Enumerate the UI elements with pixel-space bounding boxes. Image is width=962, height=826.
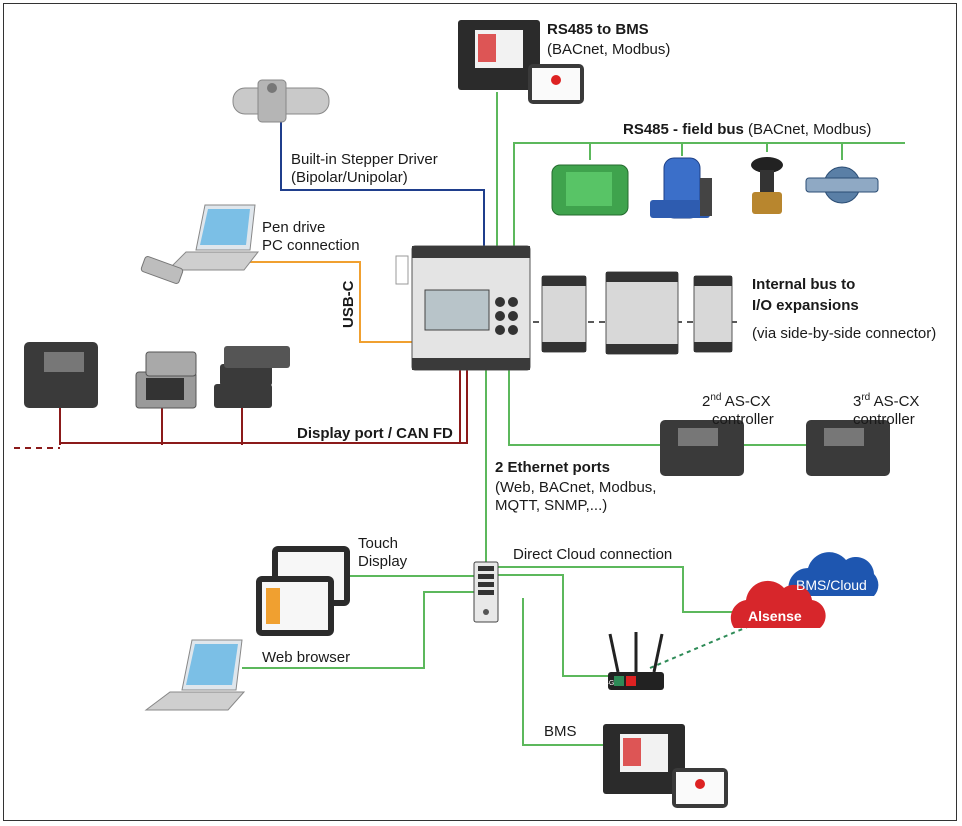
internal-bus-label-1: Internal bus to: [752, 276, 856, 293]
second-ctrl-name: AS-CX: [721, 393, 771, 410]
router: [608, 632, 664, 690]
pc-connection-label: PC connection: [262, 237, 360, 254]
usb-c-line: [248, 261, 412, 343]
connection-lines: [14, 92, 905, 746]
field-bus-line: [513, 142, 905, 248]
laptop-top: [140, 204, 260, 285]
second-ctrl-sup: nd: [710, 392, 722, 403]
stepper-label-1: Built-in Stepper Driver: [291, 151, 438, 168]
display-port-label: Display port / CAN FD: [297, 425, 453, 442]
third-controller: [806, 420, 890, 476]
bms-cloud: [788, 552, 879, 596]
direct-cloud-label: Direct Cloud connection: [513, 546, 673, 563]
alsense-label: Alsense: [748, 608, 802, 624]
internal-bus-label-2: I/O expansions: [752, 297, 859, 314]
second-ctrl-label-1: 2nd AS-CX: [702, 392, 771, 411]
bms-bottom-line: [522, 598, 605, 746]
third-ctrl-name: AS-CX: [870, 393, 920, 410]
router-line: [498, 574, 610, 677]
cloud-line: [498, 566, 738, 613]
third-ctrl-sup: rd: [861, 392, 871, 403]
display-port-line: [60, 370, 468, 444]
internal-bus-note: (via side-by-side connector): [752, 325, 937, 342]
alsense-cloud: [730, 580, 826, 628]
third-ctrl-ordinal: 3: [853, 393, 862, 410]
second-controller: [660, 420, 744, 476]
stepper-valve: [232, 79, 330, 123]
third-ctrl-label-1: 3rd AS-CX: [853, 392, 919, 411]
bms-bottom-label: BMS: [544, 723, 577, 740]
touch-displays: [256, 546, 350, 636]
left-display-devices: [24, 342, 290, 409]
router-4g-label: 4G: [605, 680, 615, 687]
field-bus-protocols: (BACnet, Modbus): [743, 121, 872, 138]
rs485-bms-title: RS485 to BMS: [547, 21, 649, 38]
web-browser-label: Web browser: [262, 649, 351, 666]
field-bus-label: RS485 - field bus (BACnet, Modbus): [623, 120, 871, 139]
main-controller: [395, 245, 531, 371]
usb-c-label: USB-C: [340, 280, 357, 329]
ethernet-switch: [473, 561, 499, 623]
field-bus-title: RS485 - field bus: [623, 121, 744, 138]
ethernet-ctrl-line: [508, 360, 661, 446]
io-expansions: [541, 271, 733, 355]
field-devices: [551, 157, 879, 219]
ethernet-protocols-1: (Web, BACnet, Modbus,: [495, 479, 657, 496]
web-browser-line: [242, 591, 474, 669]
bms-panel-bottom: [603, 724, 728, 808]
stepper-line: [280, 116, 485, 248]
second-ctrl-label-2: controller: [712, 411, 774, 428]
router-cloud-dash: [649, 624, 753, 669]
ethernet-title: 2 Ethernet ports: [495, 459, 611, 476]
second-ctrl-ordinal: 2: [702, 393, 711, 410]
diagram-frame: [3, 3, 957, 821]
touch-label-1: Touch: [358, 535, 399, 552]
third-ctrl-label-2: controller: [853, 411, 915, 428]
laptop-bottom: [144, 639, 246, 711]
ethernet-protocols-2: MQTT, SNMP,...): [495, 497, 608, 514]
touch-label-2: Display: [358, 553, 408, 570]
bms-panel-top: [458, 20, 584, 104]
stepper-label-2: (Bipolar/Unipolar): [291, 169, 408, 186]
pen-drive-label: Pen drive: [262, 219, 326, 236]
rs485-bms-protocols: (BACnet, Modbus): [547, 41, 671, 58]
bms-cloud-label: BMS/Cloud: [796, 577, 867, 593]
